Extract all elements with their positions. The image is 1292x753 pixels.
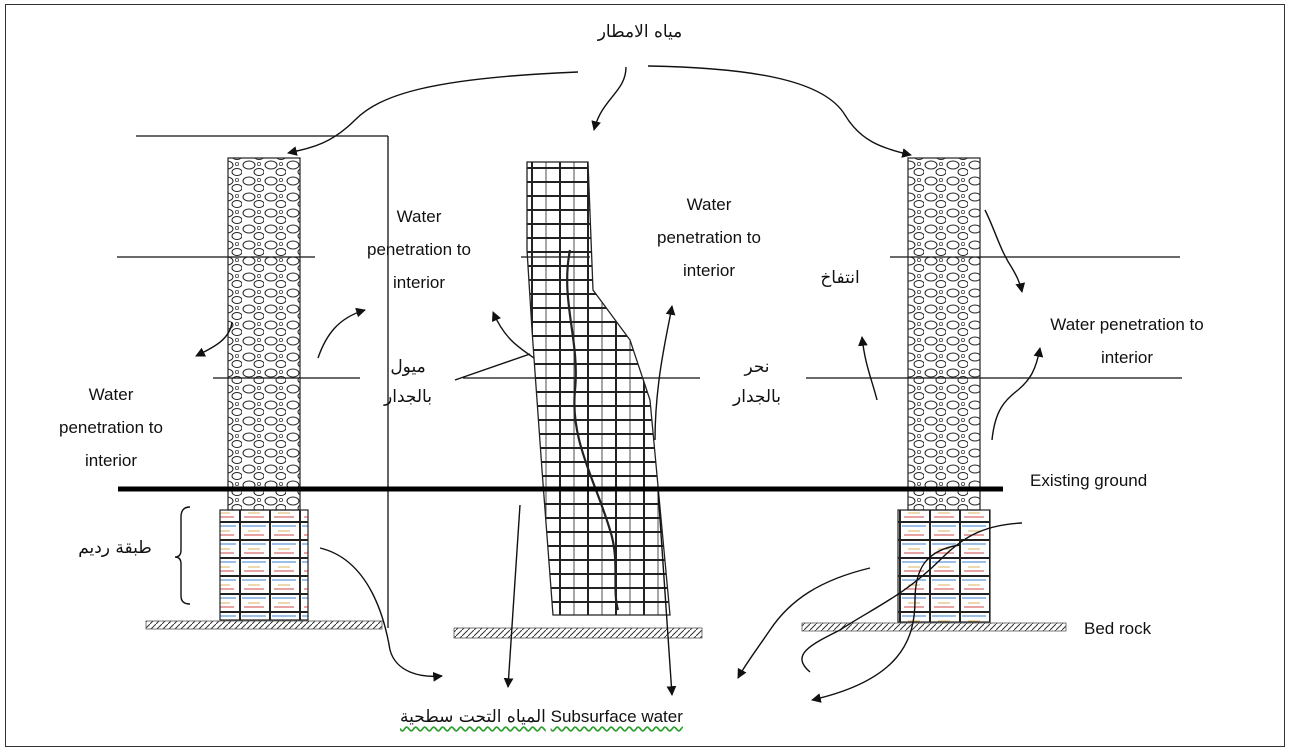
swelling-label: انتفاخ (800, 262, 880, 295)
wall-tilt-label: ميول بالجدار (370, 352, 446, 412)
subsurface-arrow-center-left (508, 505, 520, 687)
fill-layer-label: طبقة رديم (60, 532, 170, 565)
seepage-arrow-left-down (196, 322, 232, 356)
water-penetration-label-left: Water penetration to interior (28, 378, 194, 477)
water-penetration-label-top-center: Water penetration to interior (626, 188, 792, 287)
penetration-arrow-right-down (985, 210, 1022, 292)
water-penetration-label-top-left: Water penetration to interior (336, 200, 502, 299)
wall-erosion-label: نحر بالجدار (712, 352, 802, 412)
subsurface-arrow-right-1b (802, 630, 840, 672)
water-penetration-label-right: Water penetration to interior (1012, 308, 1242, 374)
penetration-arrow-left-up (318, 310, 365, 358)
existing-ground-label: Existing ground (1030, 464, 1190, 497)
subsurface-water-label: المياه التحت سطحية Subsurface water (400, 700, 800, 734)
interior-arrow-center-right (655, 306, 672, 440)
rain-arrow-left (288, 72, 578, 153)
right-stone-wall (802, 158, 1066, 631)
rain-arrow-right (648, 66, 911, 155)
subsurface-water-arabic: المياه التحت سطحية (400, 707, 546, 727)
subsurface-water-english: Subsurface water (551, 707, 683, 726)
tilt-arrow (455, 354, 530, 380)
interior-arrow-center-left (493, 312, 534, 358)
swelling-arrow (862, 337, 877, 400)
fill-layer-brace (175, 507, 190, 604)
subsurface-arrow-left (320, 548, 442, 676)
bed-rock-label: Bed rock (1084, 612, 1194, 645)
rain-arrow-center (594, 67, 626, 130)
rain-water-label: مياه الامطار (560, 16, 720, 49)
